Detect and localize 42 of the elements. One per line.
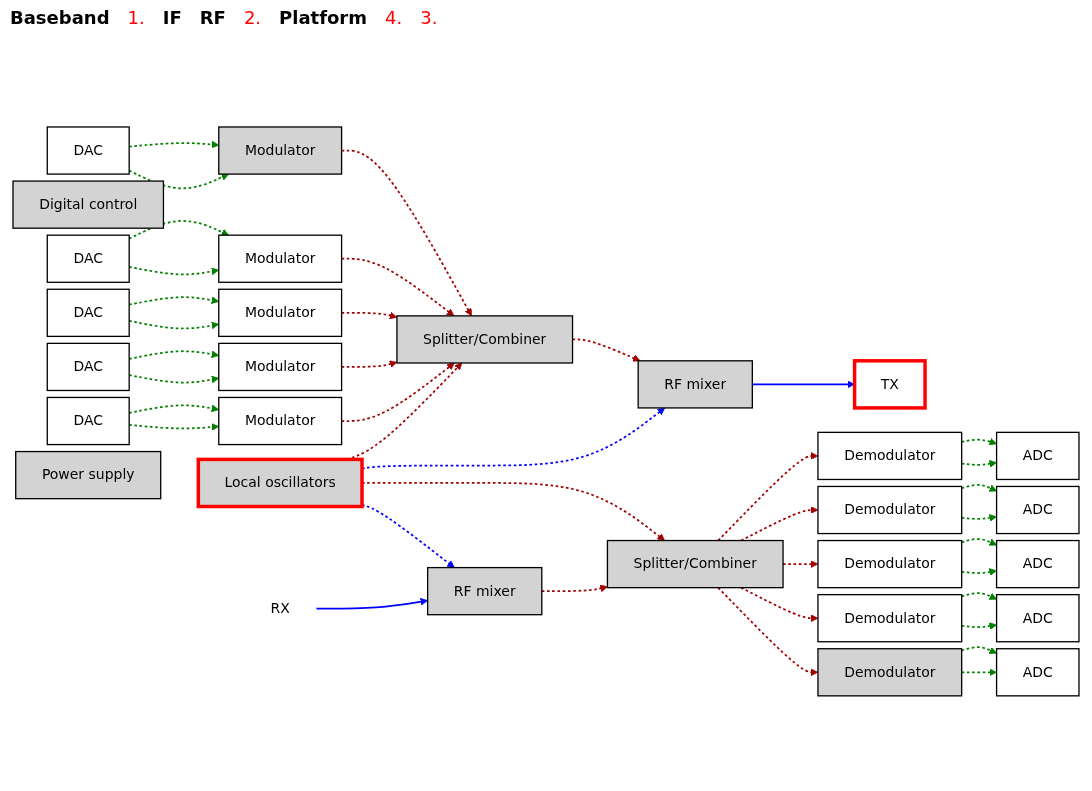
node-box: RF mixer: [427, 567, 543, 616]
node-box: DAC: [46, 396, 130, 446]
node-box: Demodulator: [817, 431, 963, 481]
node-box: Splitter/Combiner: [606, 539, 784, 589]
node-box: DAC: [46, 288, 130, 338]
node-box: ADC: [995, 648, 1080, 697]
node-box: Modulator: [218, 288, 343, 338]
section-label: RF: [199, 6, 226, 28]
node-box: Demodulator: [817, 485, 963, 535]
callout-number: 4.: [385, 6, 403, 28]
node-box: Modulator: [218, 342, 343, 392]
node-box: TX: [852, 359, 927, 410]
node-box: Modulator: [218, 126, 343, 175]
callout-number: 1.: [127, 6, 145, 28]
section-label: Platform: [279, 6, 367, 28]
node-box: Power supply: [15, 450, 162, 500]
node-box: Modulator: [218, 396, 343, 446]
arrow: [960, 484, 997, 492]
arrow: [960, 592, 997, 600]
node-box: Digital control: [12, 180, 165, 229]
node-box: Demodulator: [817, 539, 963, 589]
arrow: [315, 598, 428, 610]
node-box: RF mixer: [637, 360, 753, 409]
node-box: Demodulator: [817, 648, 963, 697]
arrow: [960, 538, 997, 546]
node-box: ADC: [995, 539, 1080, 589]
node-box: Modulator: [218, 234, 343, 283]
node-box: ADC: [995, 594, 1080, 643]
callout-number: 3.: [420, 6, 438, 28]
node-box: ADC: [995, 485, 1080, 535]
node-box: Demodulator: [817, 594, 963, 643]
callout-number: 2.: [243, 6, 262, 28]
node-box: Local oscillators: [196, 457, 364, 509]
node-box: DAC: [46, 126, 130, 175]
node-box: DAC: [46, 234, 130, 283]
node-box: ADC: [995, 431, 1080, 481]
node-box: DAC: [46, 342, 130, 392]
node-box: Splitter/Combiner: [396, 315, 574, 364]
node-text: RX: [270, 599, 290, 617]
arrow: [361, 504, 455, 568]
section-label: Baseband: [10, 6, 110, 28]
section-label: IF: [162, 6, 182, 28]
